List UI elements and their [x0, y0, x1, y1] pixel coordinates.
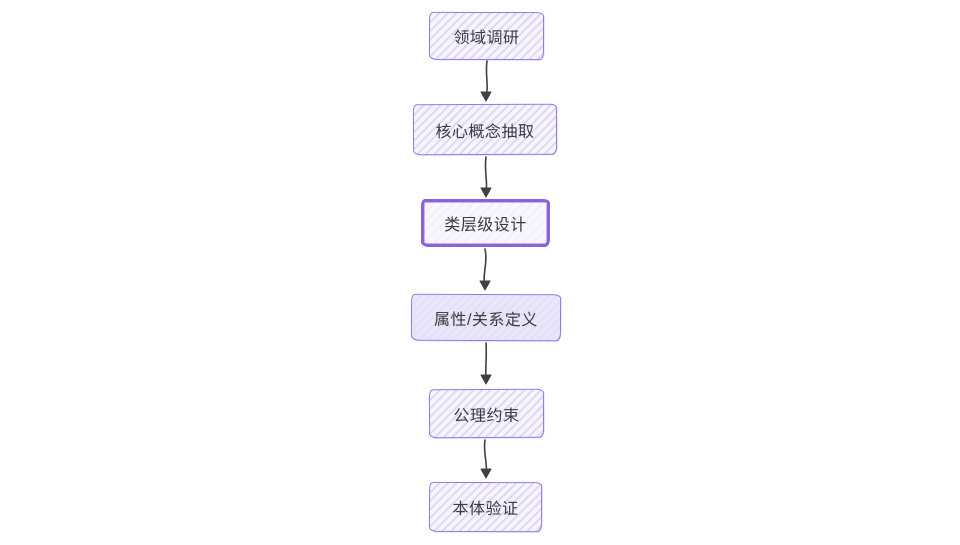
flow-arrow-1	[480, 60, 492, 102]
flow-node-axiom-constraints: 公理约束	[428, 388, 545, 439]
flow-arrow-4	[480, 342, 492, 385]
flow-node-label: 属性/关系定义	[433, 311, 538, 329]
flow-node-label: 公理约束	[453, 407, 520, 425]
flow-node-label: 本体验证	[452, 500, 519, 519]
flow-node-ontology-validation: 本体验证	[428, 481, 543, 533]
flow-node-property-relation-definition: 属性/关系定义	[410, 293, 562, 342]
flow-node-label: 核心概念抽取	[435, 123, 535, 141]
flow-node-label: 领域调研	[453, 29, 520, 48]
flow-node-core-concept-extraction: 核心概念抽取	[412, 103, 558, 156]
flow-node-class-hierarchy-design: 类层级设计	[421, 199, 550, 247]
flow-node-domain-research: 领域调研	[428, 11, 545, 61]
flow-arrow-5	[480, 439, 492, 479]
flow-node-label: 类层级设计	[444, 217, 527, 234]
flow-arrow-2	[480, 156, 492, 198]
flow-arrow-3	[479, 248, 491, 291]
